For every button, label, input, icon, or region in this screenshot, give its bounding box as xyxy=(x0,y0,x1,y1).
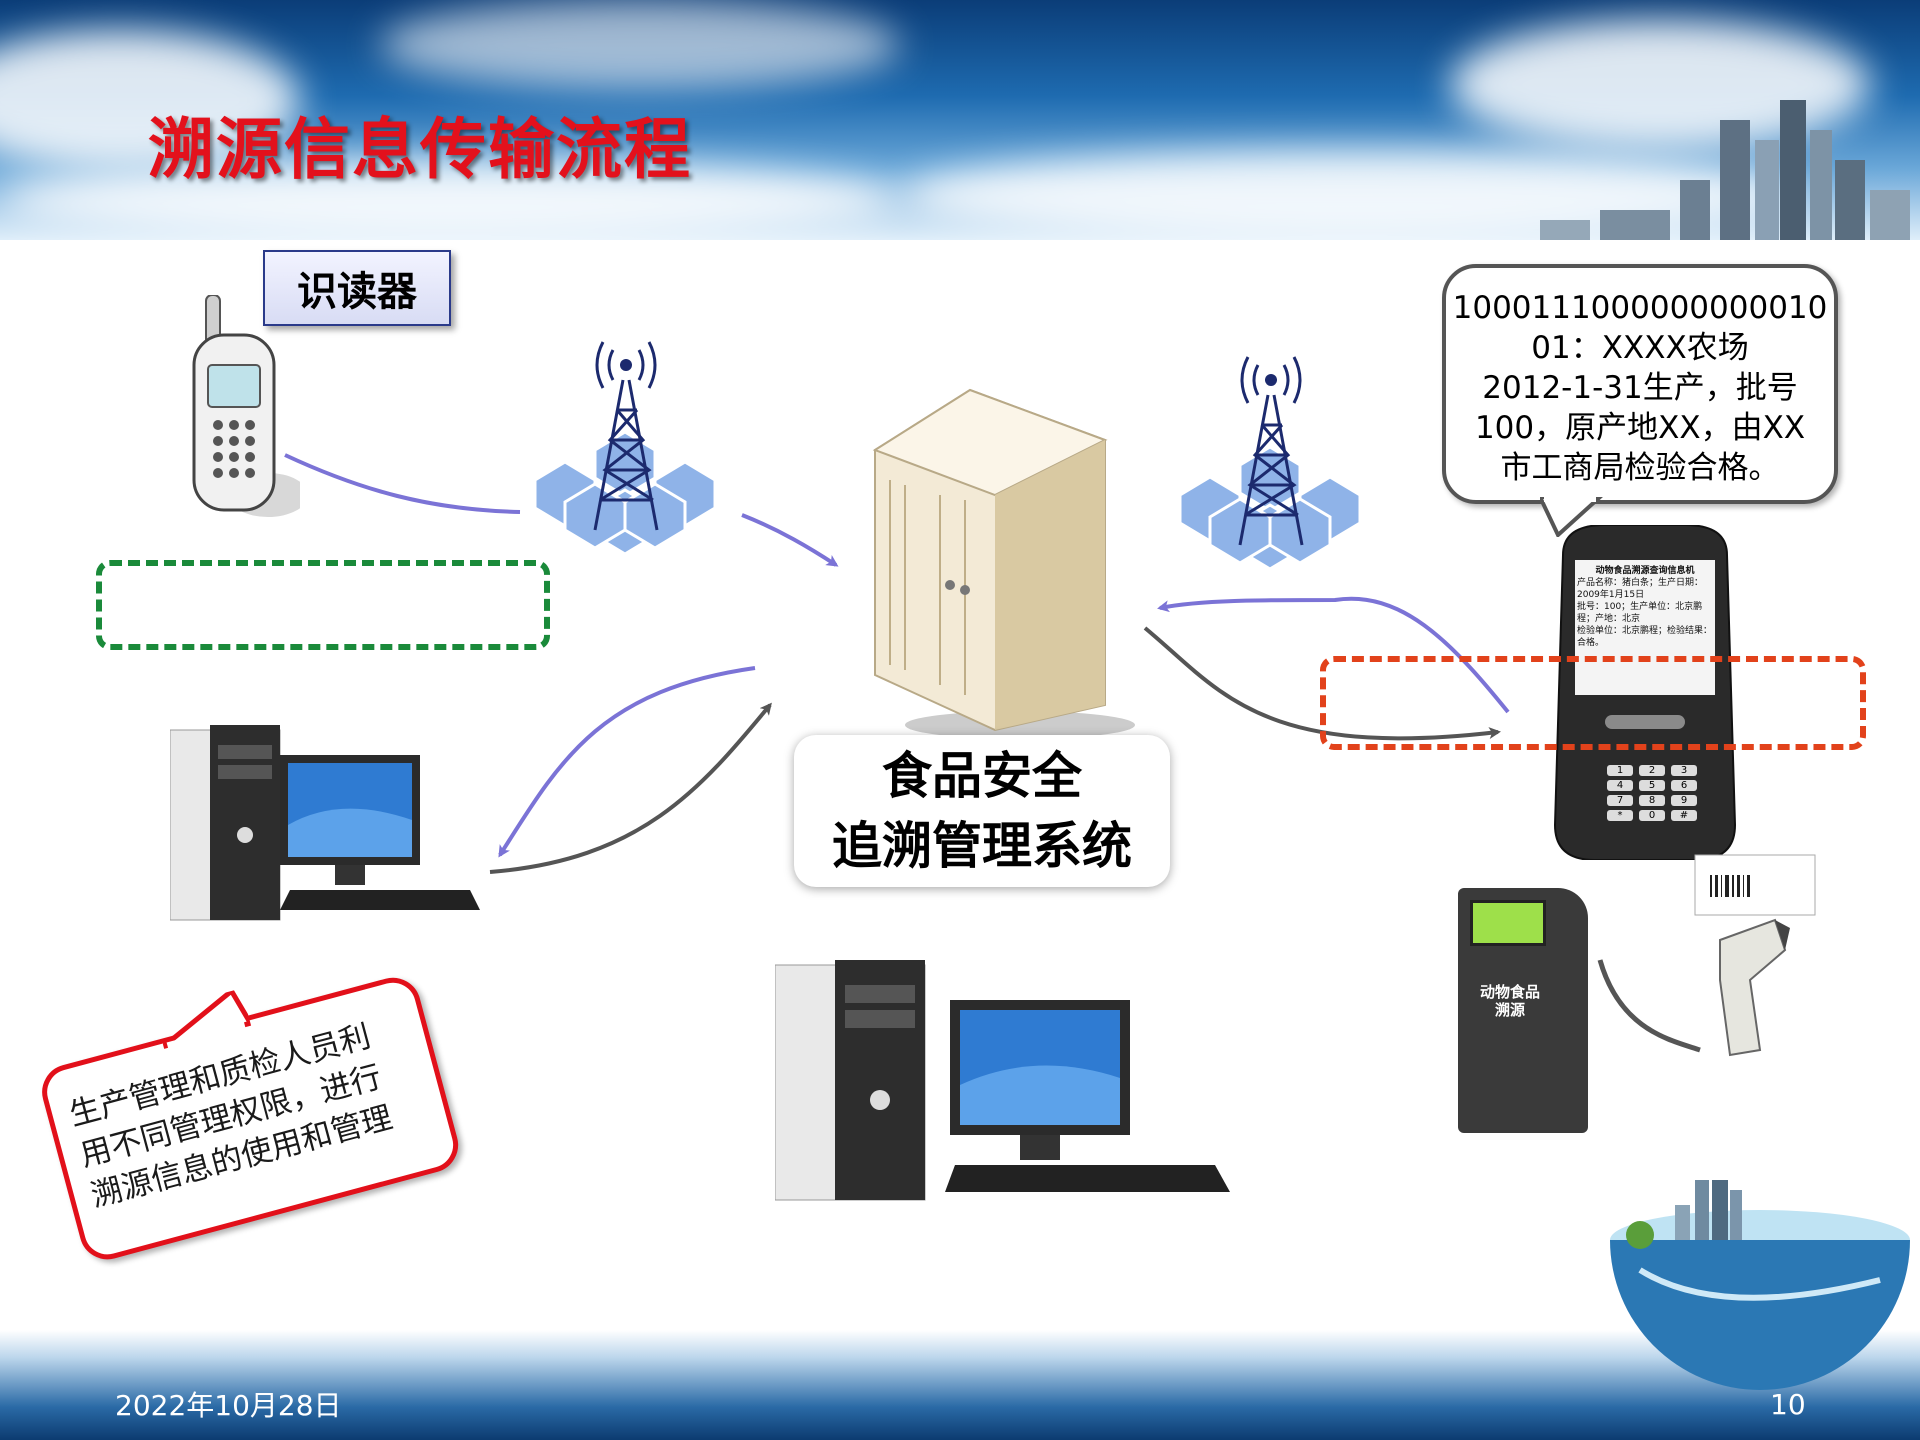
keypad-key: 2 xyxy=(1639,765,1665,776)
terminal-keypad: 1 2 3 4 5 6 7 8 9 * 0 # xyxy=(1607,765,1697,821)
terminal-screen-line: 批号：100；生产单位：北京鹏程；产地：北京 xyxy=(1577,602,1703,624)
scanner-display xyxy=(1470,900,1546,946)
green-dashed-frame xyxy=(96,560,550,650)
footer-date: 2022年10月28日 xyxy=(115,1389,342,1422)
bubble-tail xyxy=(1540,497,1603,537)
system-label: 食品安全 追溯管理系统 xyxy=(794,735,1170,887)
keypad-key: 0 xyxy=(1639,810,1665,821)
mobile-phone-icon xyxy=(192,295,300,517)
arrow-server-to-pc xyxy=(498,666,756,858)
terminal-screen: 动物食品溯源查询信息机 产品名称：猪白条；生产日期：2009年1月15日 批号：… xyxy=(1577,565,1713,649)
terminal-screen-header: 动物食品溯源查询信息机 xyxy=(1595,566,1695,576)
info-line: 100，原产地XX，由XX xyxy=(1474,410,1806,446)
terminal-screen-line: 检验单位：北京鹏程；检验结果：合格。 xyxy=(1577,626,1713,648)
note-tail xyxy=(161,988,252,1051)
system-label-line2: 追溯管理系统 xyxy=(832,817,1132,875)
keypad-key: * xyxy=(1607,810,1633,821)
arrow-server-to-terminal xyxy=(1143,626,1501,741)
sky-banner xyxy=(0,0,1920,240)
keypad-key: 5 xyxy=(1639,780,1665,791)
keypad-key: 1 xyxy=(1607,765,1633,776)
city-skyline-icon xyxy=(1540,100,1910,240)
management-note: 生产管理和质检人员利用不同管理权限，进行溯源信息的使用和管理 xyxy=(35,971,465,1266)
keypad-key: 9 xyxy=(1671,795,1697,806)
reader-label: 识读器 xyxy=(263,250,451,326)
handheld-terminal: 动物食品溯源查询信息机 产品名称：猪白条；生产日期：2009年1月15日 批号：… xyxy=(1545,525,1745,860)
keypad-key: 8 xyxy=(1639,795,1665,806)
info-line: 01：XXXX农场 xyxy=(1531,330,1749,366)
page-number: 10 xyxy=(1770,1388,1806,1421)
info-line: 2012-1-31生产，批号 xyxy=(1482,370,1798,406)
red-dashed-frame xyxy=(1320,656,1866,750)
keypad-key: 4 xyxy=(1607,780,1633,791)
scanner-base-device: 动物食品 溯源 xyxy=(1458,888,1588,1133)
server-icon xyxy=(872,388,1135,739)
footer-band xyxy=(0,1330,1920,1440)
scanner-device-label: 动物食品 溯源 xyxy=(1479,983,1540,1019)
keypad-key: 3 xyxy=(1671,765,1697,776)
info-line: 1000111000000000010 xyxy=(1452,290,1828,326)
desktop-computer-icon xyxy=(170,725,480,921)
keypad-key: # xyxy=(1671,810,1697,821)
info-line: 市工商局检验合格。 xyxy=(1500,450,1780,486)
globe-city-icon xyxy=(1610,1180,1910,1390)
arrow-pc-to-server xyxy=(489,702,772,874)
page-title: 溯源信息传输流程 xyxy=(148,111,692,188)
barcode-scanner-icon xyxy=(1597,854,1816,1057)
arrow-terminal-to-server xyxy=(1157,596,1510,714)
signal-tower-icon-right xyxy=(1178,356,1362,571)
system-label-line1: 食品安全 xyxy=(882,747,1082,805)
keypad-key: 6 xyxy=(1671,780,1697,791)
handheld-terminal-body-icon xyxy=(1553,525,1737,860)
keypad-key: 7 xyxy=(1607,795,1633,806)
arrow-tower-to-server xyxy=(741,513,839,567)
arrow-phone-to-tower xyxy=(284,453,521,514)
signal-tower-icon xyxy=(533,341,717,556)
desktop-computer-icon-bottom xyxy=(775,960,1230,1201)
product-info-bubble: 1000111000000000010 01：XXXX农场 2012-1-31生… xyxy=(1442,264,1838,504)
terminal-screen-line: 产品名称：猪白条；生产日期：2009年1月15日 xyxy=(1577,578,1704,600)
